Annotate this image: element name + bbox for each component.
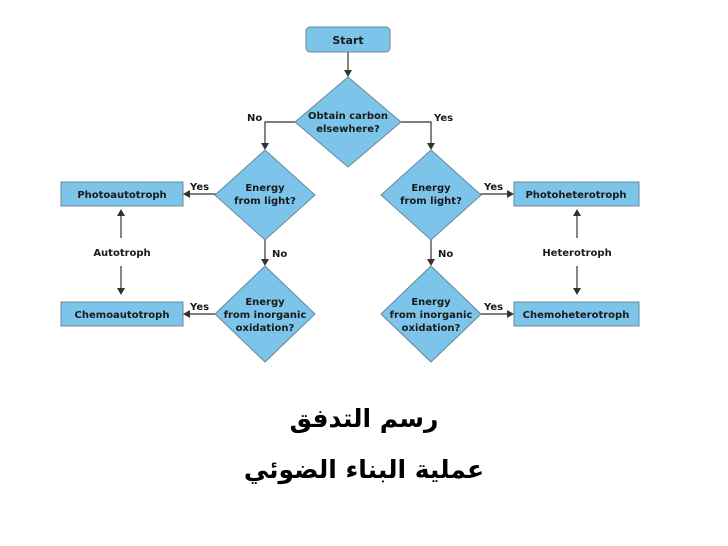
caption-subtitle: عملية البناء الضوئي: [243, 455, 485, 484]
node-energy-light-left-shape: [214, 149, 316, 241]
node-energy-inorganic-left-line2: from inorganic: [224, 310, 307, 321]
caption-title: رسم التدفق: [289, 404, 439, 433]
arrowhead: [427, 259, 435, 266]
node-photoheterotroph-shape: [513, 181, 640, 207]
node-chemoautotroph-label: Chemoautotroph: [75, 310, 170, 321]
node-photoautotroph-shape: [60, 181, 184, 207]
edge-label-no-top: No: [247, 113, 262, 124]
arrowhead: [507, 310, 514, 318]
node-chemoheterotroph-shape: [513, 301, 640, 327]
edge-label-yes-top: Yes: [433, 113, 453, 124]
arrowhead: [117, 288, 125, 295]
arrowhead: [117, 209, 125, 216]
node-photoheterotroph: Photoheterotroph: [513, 181, 640, 207]
arrowhead: [261, 143, 269, 150]
edge-obtain-yes: [401, 121, 432, 147]
node-energy-light-left: Energy from light?: [214, 149, 316, 241]
side-label-heterotroph: Heterotroph: [542, 248, 611, 259]
node-energy-inorganic-left-shape: [214, 265, 316, 363]
node-chemoheterotroph: Chemoheterotroph: [513, 301, 640, 327]
edge-label-no-right-light: No: [438, 249, 453, 260]
node-energy-inorganic-left-line1: Energy: [245, 297, 285, 308]
node-photoautotroph: Photoautotroph: [60, 181, 184, 207]
edge-label-yes-right-light: Yes: [483, 182, 503, 193]
node-chemoautotroph: Chemoautotroph: [60, 301, 184, 327]
arrowhead: [183, 190, 190, 198]
node-energy-light-right-line1: Energy: [411, 183, 451, 194]
node-start-label: Start: [332, 34, 363, 47]
edge-obtain-no: [264, 121, 295, 147]
side-label-autotroph: Autotroph: [93, 248, 150, 259]
node-photoautotroph-label: Photoautotroph: [77, 190, 166, 201]
edge-label-no-left-light: No: [272, 249, 287, 260]
node-chemoheterotroph-label: Chemoheterotroph: [523, 310, 630, 321]
node-energy-light-right-line2: from light?: [400, 196, 462, 207]
arrowhead: [573, 209, 581, 216]
arrowhead: [183, 310, 190, 318]
node-energy-inorganic-right-line3: oxidation?: [402, 323, 461, 334]
connectors: [117, 52, 581, 318]
node-obtain-carbon-line1: Obtain carbon: [308, 111, 388, 122]
node-energy-inorganic-right-line2: from inorganic: [390, 310, 473, 321]
node-obtain-carbon-line2: elsewhere?: [316, 124, 380, 135]
node-obtain-carbon-shape: [294, 76, 402, 168]
edge-label-yes-left-inorganic: Yes: [189, 302, 209, 313]
edge-label-yes-right-inorganic: Yes: [483, 302, 503, 313]
flowchart: Start Obtain carbon elsewhere? Energy fr…: [60, 26, 640, 363]
node-energy-inorganic-left-line3: oxidation?: [236, 323, 295, 334]
node-start: Start: [305, 26, 391, 53]
arrowhead: [344, 70, 352, 77]
node-energy-light-right-shape: [380, 149, 482, 241]
arrowhead: [573, 288, 581, 295]
node-energy-inorganic-right-shape: [380, 265, 482, 363]
node-energy-inorganic-right-line1: Energy: [411, 297, 451, 308]
arrowhead: [427, 143, 435, 150]
node-energy-light-left-line2: from light?: [234, 196, 296, 207]
node-obtain-carbon: Obtain carbon elsewhere?: [294, 76, 402, 168]
node-energy-inorganic-left: Energy from inorganic oxidation?: [214, 265, 316, 363]
node-start-shape: [305, 26, 391, 53]
edge-label-yes-left-light: Yes: [189, 182, 209, 193]
node-energy-light-left-line1: Energy: [245, 183, 285, 194]
node-energy-light-right: Energy from light?: [380, 149, 482, 241]
node-photoheterotroph-label: Photoheterotroph: [525, 190, 626, 201]
arrowhead: [507, 190, 514, 198]
node-energy-inorganic-right: Energy from inorganic oxidation?: [380, 265, 482, 363]
arrowhead: [261, 259, 269, 266]
node-chemoautotroph-shape: [60, 301, 184, 327]
